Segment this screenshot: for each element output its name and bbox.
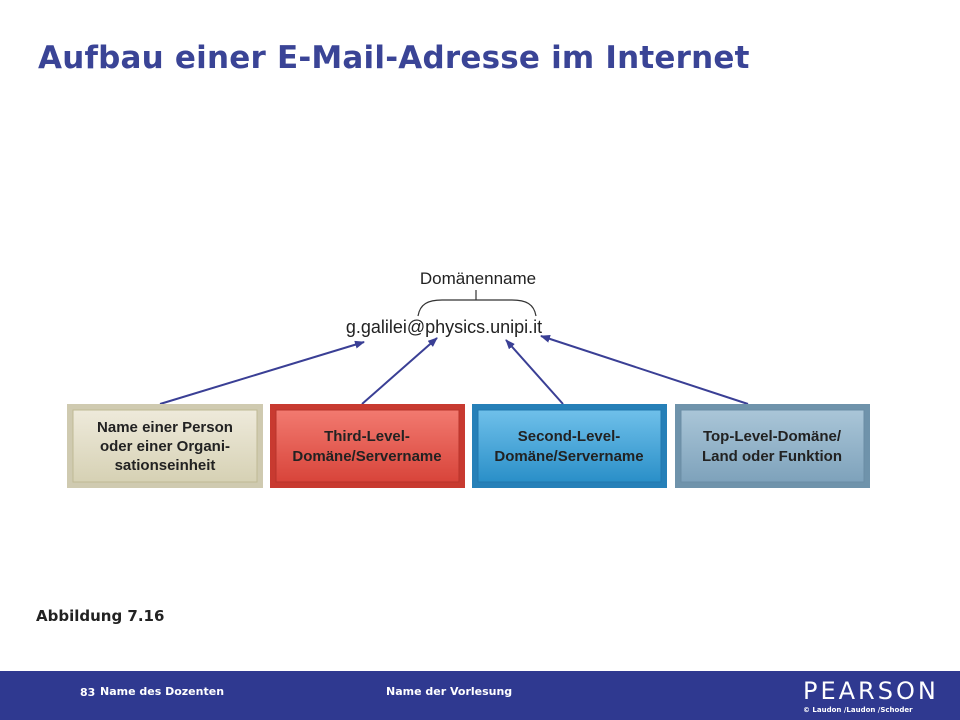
lecturer-name: Name des Dozenten — [100, 685, 225, 698]
box-person-line-2: oder einer Organi- — [100, 438, 230, 455]
page-number: 83 — [80, 686, 96, 699]
email-address: g.galilei@physics.unipi.it — [346, 317, 542, 337]
slide-title: Aufbau einer E-Mail-Adresse im Internet — [38, 40, 750, 76]
box-top-level-line-2: Land oder Funktion — [702, 448, 842, 465]
arrow-third-level — [361, 337, 438, 405]
arrow-top-level — [540, 335, 749, 405]
box-top-level: Top-Level-Domäne/ Land oder Funktion — [675, 404, 870, 488]
box-third-level-line-1: Third-Level- — [324, 428, 410, 445]
box-third-level: Third-Level- Domäne/Servername — [270, 404, 465, 488]
box-person-line-1: Name einer Person — [97, 419, 233, 436]
box-third-level-line-2: Domäne/Servername — [292, 448, 441, 465]
figure-label: Abbildung 7.16 — [36, 607, 165, 625]
box-second-level-line-2: Domäne/Servername — [494, 448, 643, 465]
pearson-logo: PEARSON — [803, 677, 939, 705]
box-second-level: Second-Level- Domäne/Servername — [472, 404, 667, 488]
box-person-line-3: sationseinheit — [115, 457, 216, 474]
box-second-level-line-1: Second-Level- — [518, 428, 621, 445]
lecture-name: Name der Vorlesung — [386, 685, 513, 698]
copyright-text: © Laudon /Laudon /Schoder — [803, 706, 913, 714]
footer-bar: 83 Name des Dozenten Name der Vorlesung … — [0, 671, 960, 720]
arrow-second-level — [505, 339, 564, 405]
box-person: Name einer Person oder einer Organi- sat… — [67, 404, 263, 488]
box-top-level-line-1: Top-Level-Domäne/ — [703, 428, 842, 445]
domain-name-label: Domänenname — [420, 269, 536, 288]
domain-bracket — [417, 290, 537, 317]
arrow-person — [159, 340, 365, 405]
